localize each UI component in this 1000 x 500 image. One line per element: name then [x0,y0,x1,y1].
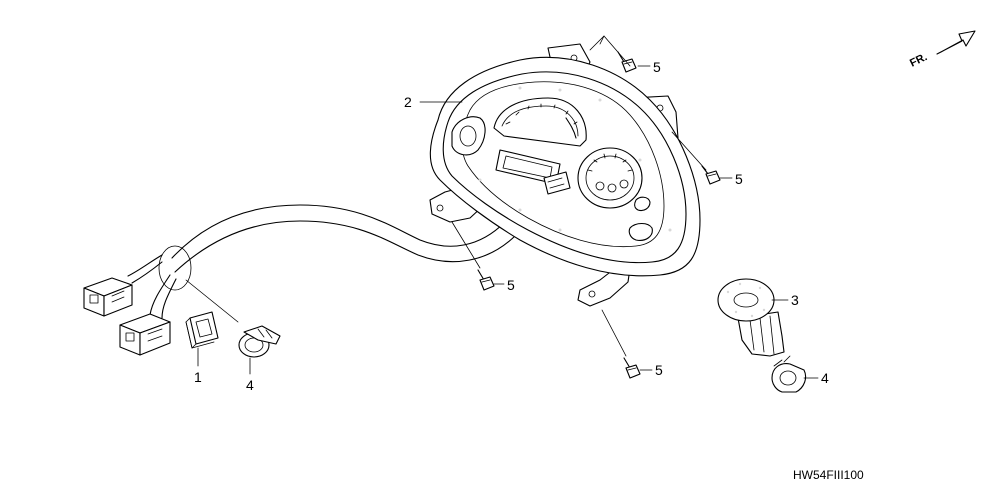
callout-5-top: 5 [653,59,661,75]
part-4-band-left [238,325,281,358]
callout-5-left: 5 [507,277,515,293]
callout-3: 3 [791,292,799,308]
callout-5-right: 5 [735,171,743,187]
front-direction-arrow: FR. [908,30,976,70]
callout-4-left: 4 [246,377,254,393]
part-1-clip [185,311,219,349]
callout-4-right: 4 [821,370,829,386]
diagram-code: HW54FIII100 [793,468,864,482]
bolt-right [701,165,721,185]
callout-1: 1 [194,369,202,385]
bolt-left [477,269,495,291]
callout-5-bottom: 5 [655,362,663,378]
callout-labels: 2 5 5 5 5 1 4 3 4 [194,59,829,393]
harness-connector-upper [83,277,133,317]
callout-2: 2 [404,94,412,110]
bolt-bottom [623,357,641,379]
part-4-band-right [771,355,807,393]
part-2-meter-assembly [429,43,701,307]
part-3-key-cylinder [717,278,785,357]
wire-harness [127,204,516,319]
front-label: FR. [908,51,929,70]
leader-lines [185,35,819,379]
harness-connector-lower [119,313,171,356]
